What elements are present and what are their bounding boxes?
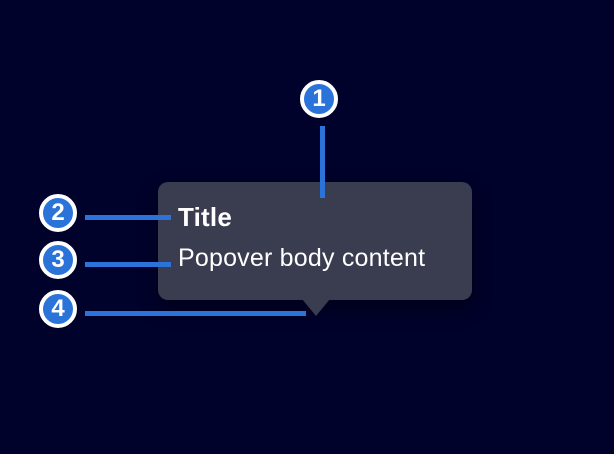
callout-badge-4-number: 4 xyxy=(51,295,65,322)
callout-badge-1: 1 xyxy=(300,80,338,118)
popover-container xyxy=(158,182,472,300)
callout-badge-4: 4 xyxy=(39,290,77,328)
popover-title: Title xyxy=(178,202,232,232)
callout-connector-2 xyxy=(85,215,171,220)
callout-badge-2-number: 2 xyxy=(51,199,65,226)
callout-connector-1 xyxy=(320,126,325,198)
popover-body-content: Popover body content xyxy=(178,244,426,272)
callout-badge-1-number: 1 xyxy=(312,85,326,112)
callout-connector-4 xyxy=(85,311,306,316)
callout-connector-3 xyxy=(85,262,171,267)
callout-badge-3: 3 xyxy=(39,241,77,279)
callout-badge-2: 2 xyxy=(39,194,77,232)
callout-badge-3-number: 3 xyxy=(51,246,65,273)
popover-caret xyxy=(302,299,330,316)
